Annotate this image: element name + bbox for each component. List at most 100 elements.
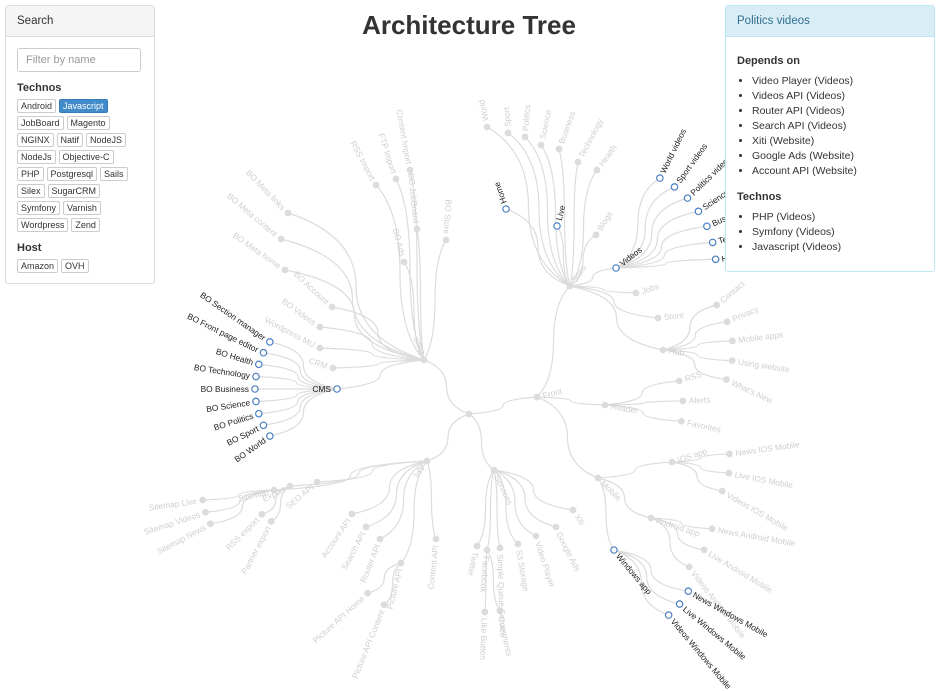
- tree-node-favorites[interactable]: Favorites: [677, 417, 722, 435]
- tree-node-home[interactable]: Home: [491, 180, 510, 213]
- tree-node-marker[interactable]: [207, 520, 214, 528]
- tree-node-marker[interactable]: [252, 397, 260, 406]
- tree-node-marker[interactable]: [372, 181, 380, 189]
- tree-node-marker[interactable]: [420, 356, 428, 364]
- tree-node-marker[interactable]: [708, 238, 717, 247]
- tree-node-reader[interactable]: Reader: [601, 401, 639, 416]
- tree-node-marker[interactable]: [483, 546, 491, 554]
- tree-node-marker[interactable]: [313, 478, 321, 486]
- tree-node-marker[interactable]: [252, 372, 260, 381]
- tree-node-sport[interactable]: Sport: [501, 106, 513, 137]
- tree-node-marker[interactable]: [286, 482, 294, 490]
- tree-node-hub[interactable]: Hub: [659, 346, 686, 358]
- tree-node-live-ios-mobile[interactable]: Live IOS Mobile: [725, 469, 795, 490]
- tree-node-marker[interactable]: [593, 166, 601, 174]
- techno-tag-javascript[interactable]: Javascript: [59, 99, 108, 113]
- tree-node-marker[interactable]: [569, 506, 577, 514]
- tree-node-marker[interactable]: [483, 123, 491, 131]
- tree-node-marker[interactable]: [675, 600, 684, 608]
- tree-node-rss[interactable]: RSS: [675, 369, 703, 385]
- tree-node-marker[interactable]: [656, 174, 664, 182]
- host-tag-amazon[interactable]: Amazon: [17, 259, 59, 273]
- tree-node-science[interactable]: Science: [537, 109, 553, 149]
- tree-node-marker[interactable]: [632, 289, 640, 297]
- tree-node-marker[interactable]: [473, 542, 481, 550]
- tree-node-mobile-apps[interactable]: Mobile apps: [729, 329, 784, 345]
- tree-node-marker[interactable]: [694, 207, 703, 216]
- tree-node-marker[interactable]: [677, 417, 685, 425]
- tree-node-jobs[interactable]: Jobs: [632, 281, 660, 297]
- techno-tag-wordpress[interactable]: Wordpress: [17, 218, 69, 232]
- tree-node-content-import[interactable]: Content Import: [394, 109, 414, 174]
- tree-node-marker[interactable]: [553, 222, 561, 230]
- tree-node-marker[interactable]: [532, 532, 540, 540]
- tree-node-marker[interactable]: [397, 559, 405, 567]
- tree-node-marker[interactable]: [364, 589, 371, 597]
- tree-node-world[interactable]: World: [476, 99, 491, 131]
- tree-node-mobile[interactable]: Mobile: [594, 474, 624, 504]
- tree-node-marker[interactable]: [362, 523, 370, 531]
- tree-node-marker[interactable]: [723, 376, 730, 383]
- tree-node-contact[interactable]: Contact: [713, 278, 747, 309]
- tree-node-marker[interactable]: [566, 282, 574, 290]
- tree-node-alerts[interactable]: Alerts: [679, 394, 711, 406]
- tree-node-marker[interactable]: [668, 458, 676, 466]
- tree-node-marker[interactable]: [504, 129, 512, 137]
- tree-node-marker[interactable]: [284, 209, 292, 217]
- tree-node-marker[interactable]: [708, 525, 716, 533]
- tree-node-marker[interactable]: [254, 360, 263, 369]
- tree-node-marker[interactable]: [442, 236, 450, 244]
- tree-node-marker[interactable]: [725, 469, 733, 477]
- tree-node-using-website[interactable]: Using website: [728, 357, 791, 375]
- tree-node-marker[interactable]: [601, 401, 609, 409]
- tree-node-marker[interactable]: [267, 517, 275, 525]
- tree-node-marker[interactable]: [703, 222, 711, 231]
- tree-node-bo-ads[interactable]: BO Ads: [391, 227, 408, 266]
- tree-node-health[interactable]: Health: [593, 142, 619, 174]
- tree-node-marker[interactable]: [502, 205, 510, 213]
- techno-tag-nodejs[interactable]: NodeJS: [86, 133, 127, 147]
- techno-tag-sails[interactable]: Sails: [100, 167, 128, 181]
- tree-node-marker[interactable]: [259, 348, 268, 357]
- host-tag-ovh[interactable]: OVH: [61, 259, 89, 273]
- tree-node-marker[interactable]: [711, 255, 720, 264]
- tree-node-marker[interactable]: [270, 486, 278, 494]
- techno-tag-silex[interactable]: Silex: [17, 184, 45, 198]
- tree-node-privacy[interactable]: Privacy: [723, 303, 761, 326]
- tree-node-marker[interactable]: [713, 301, 721, 309]
- tree-node-marker[interactable]: [423, 457, 431, 465]
- tree-node-picture-api-home[interactable]: Picture API Home: [311, 589, 371, 645]
- techno-tag-postgresql[interactable]: Postgresql: [46, 167, 98, 181]
- tree-node-marker[interactable]: [685, 563, 693, 571]
- tree-node-marker[interactable]: [432, 535, 440, 543]
- tree-node-marker[interactable]: [555, 145, 563, 153]
- tree-node-business[interactable]: Business: [555, 110, 578, 153]
- tree-node-marker[interactable]: [726, 450, 733, 458]
- tree-node-news-ios-mobile[interactable]: News IOS Mobile: [726, 439, 800, 458]
- tree-node-ios-app[interactable]: IOS app: [668, 446, 709, 466]
- tree-node-marker[interactable]: [552, 523, 560, 531]
- techno-tag-nodejs[interactable]: NodeJs: [17, 150, 56, 164]
- tree-node-marker[interactable]: [654, 314, 662, 322]
- tree-node-marker[interactable]: [521, 133, 529, 141]
- tree-node-what-s-new[interactable]: What's New: [723, 376, 775, 406]
- tree-node-marker[interactable]: [266, 432, 274, 440]
- tree-node-crm[interactable]: CRM: [308, 355, 337, 372]
- techno-tag-symfony[interactable]: Symfony: [17, 201, 61, 215]
- tree-node-front[interactable]: Front: [533, 386, 564, 401]
- tree-node-marker[interactable]: [659, 346, 667, 354]
- tree-node-marker[interactable]: [259, 421, 268, 430]
- tree-node-marker[interactable]: [281, 266, 289, 274]
- tree-node-politics[interactable]: Politics: [520, 104, 532, 141]
- tree-node-marker[interactable]: [266, 338, 274, 346]
- tree-node-marker[interactable]: [537, 141, 545, 149]
- tree-node-marker[interactable]: [316, 344, 324, 352]
- tree-node-twitter[interactable]: Twitter: [466, 542, 481, 578]
- tree-node-marker[interactable]: [594, 474, 602, 482]
- tree-node-google-ads[interactable]: Google Ads: [552, 523, 583, 574]
- tree-node-marker[interactable]: [254, 409, 263, 418]
- techno-tag-sugarcrm[interactable]: SugarCRM: [47, 184, 101, 198]
- tree-node-marker[interactable]: [392, 175, 400, 183]
- tree-node-marker[interactable]: [718, 487, 726, 495]
- techno-tag-zend[interactable]: Zend: [71, 218, 100, 232]
